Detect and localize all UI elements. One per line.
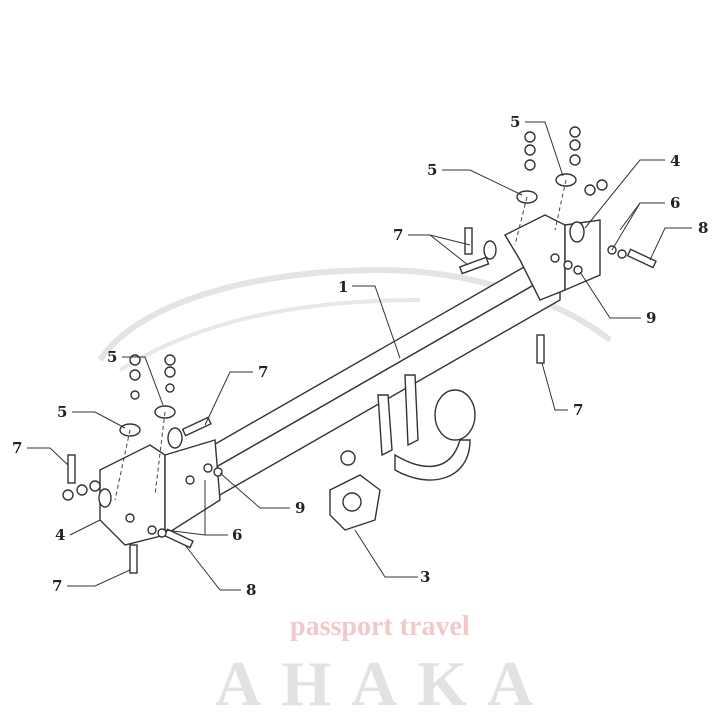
crossbar-beam xyxy=(133,254,562,537)
leader-lines xyxy=(27,121,692,591)
watermark: passport travel AHAKA xyxy=(215,611,553,719)
watermark-brand: AHAKA xyxy=(215,648,553,719)
callout-6-right: 6 xyxy=(670,194,680,212)
callout-9-right: 9 xyxy=(646,309,656,327)
callout-6-left: 6 xyxy=(232,526,242,544)
tow-ball-assembly xyxy=(329,374,476,531)
callout-5-right-upper: 5 xyxy=(510,113,520,131)
callout-4-right: 4 xyxy=(670,152,680,170)
callout-3: 3 xyxy=(420,568,430,586)
callout-7-right-bottom: 7 xyxy=(573,401,583,419)
callout-1: 1 xyxy=(338,278,348,296)
right-fasteners xyxy=(458,126,657,364)
callout-8-left: 8 xyxy=(246,581,256,599)
callout-9-left: 9 xyxy=(295,499,305,517)
callout-7-left: 7 xyxy=(12,439,22,457)
callout-5-right-lower: 5 xyxy=(427,161,437,179)
callout-7-left-bottom: 7 xyxy=(52,577,62,595)
callout-4-left: 4 xyxy=(55,526,65,544)
callout-5-left-upper: 5 xyxy=(107,348,117,366)
callout-8-right: 8 xyxy=(698,219,708,237)
callout-5-left-lower: 5 xyxy=(57,403,67,421)
callout-labels: 1 3 4 4 5 5 5 5 6 6 7 7 7 7 7 8 8 9 9 xyxy=(12,113,708,599)
callout-7-left-top: 7 xyxy=(258,363,268,381)
watermark-tagline: passport travel xyxy=(290,611,470,642)
callout-7-right-top: 7 xyxy=(393,226,403,244)
